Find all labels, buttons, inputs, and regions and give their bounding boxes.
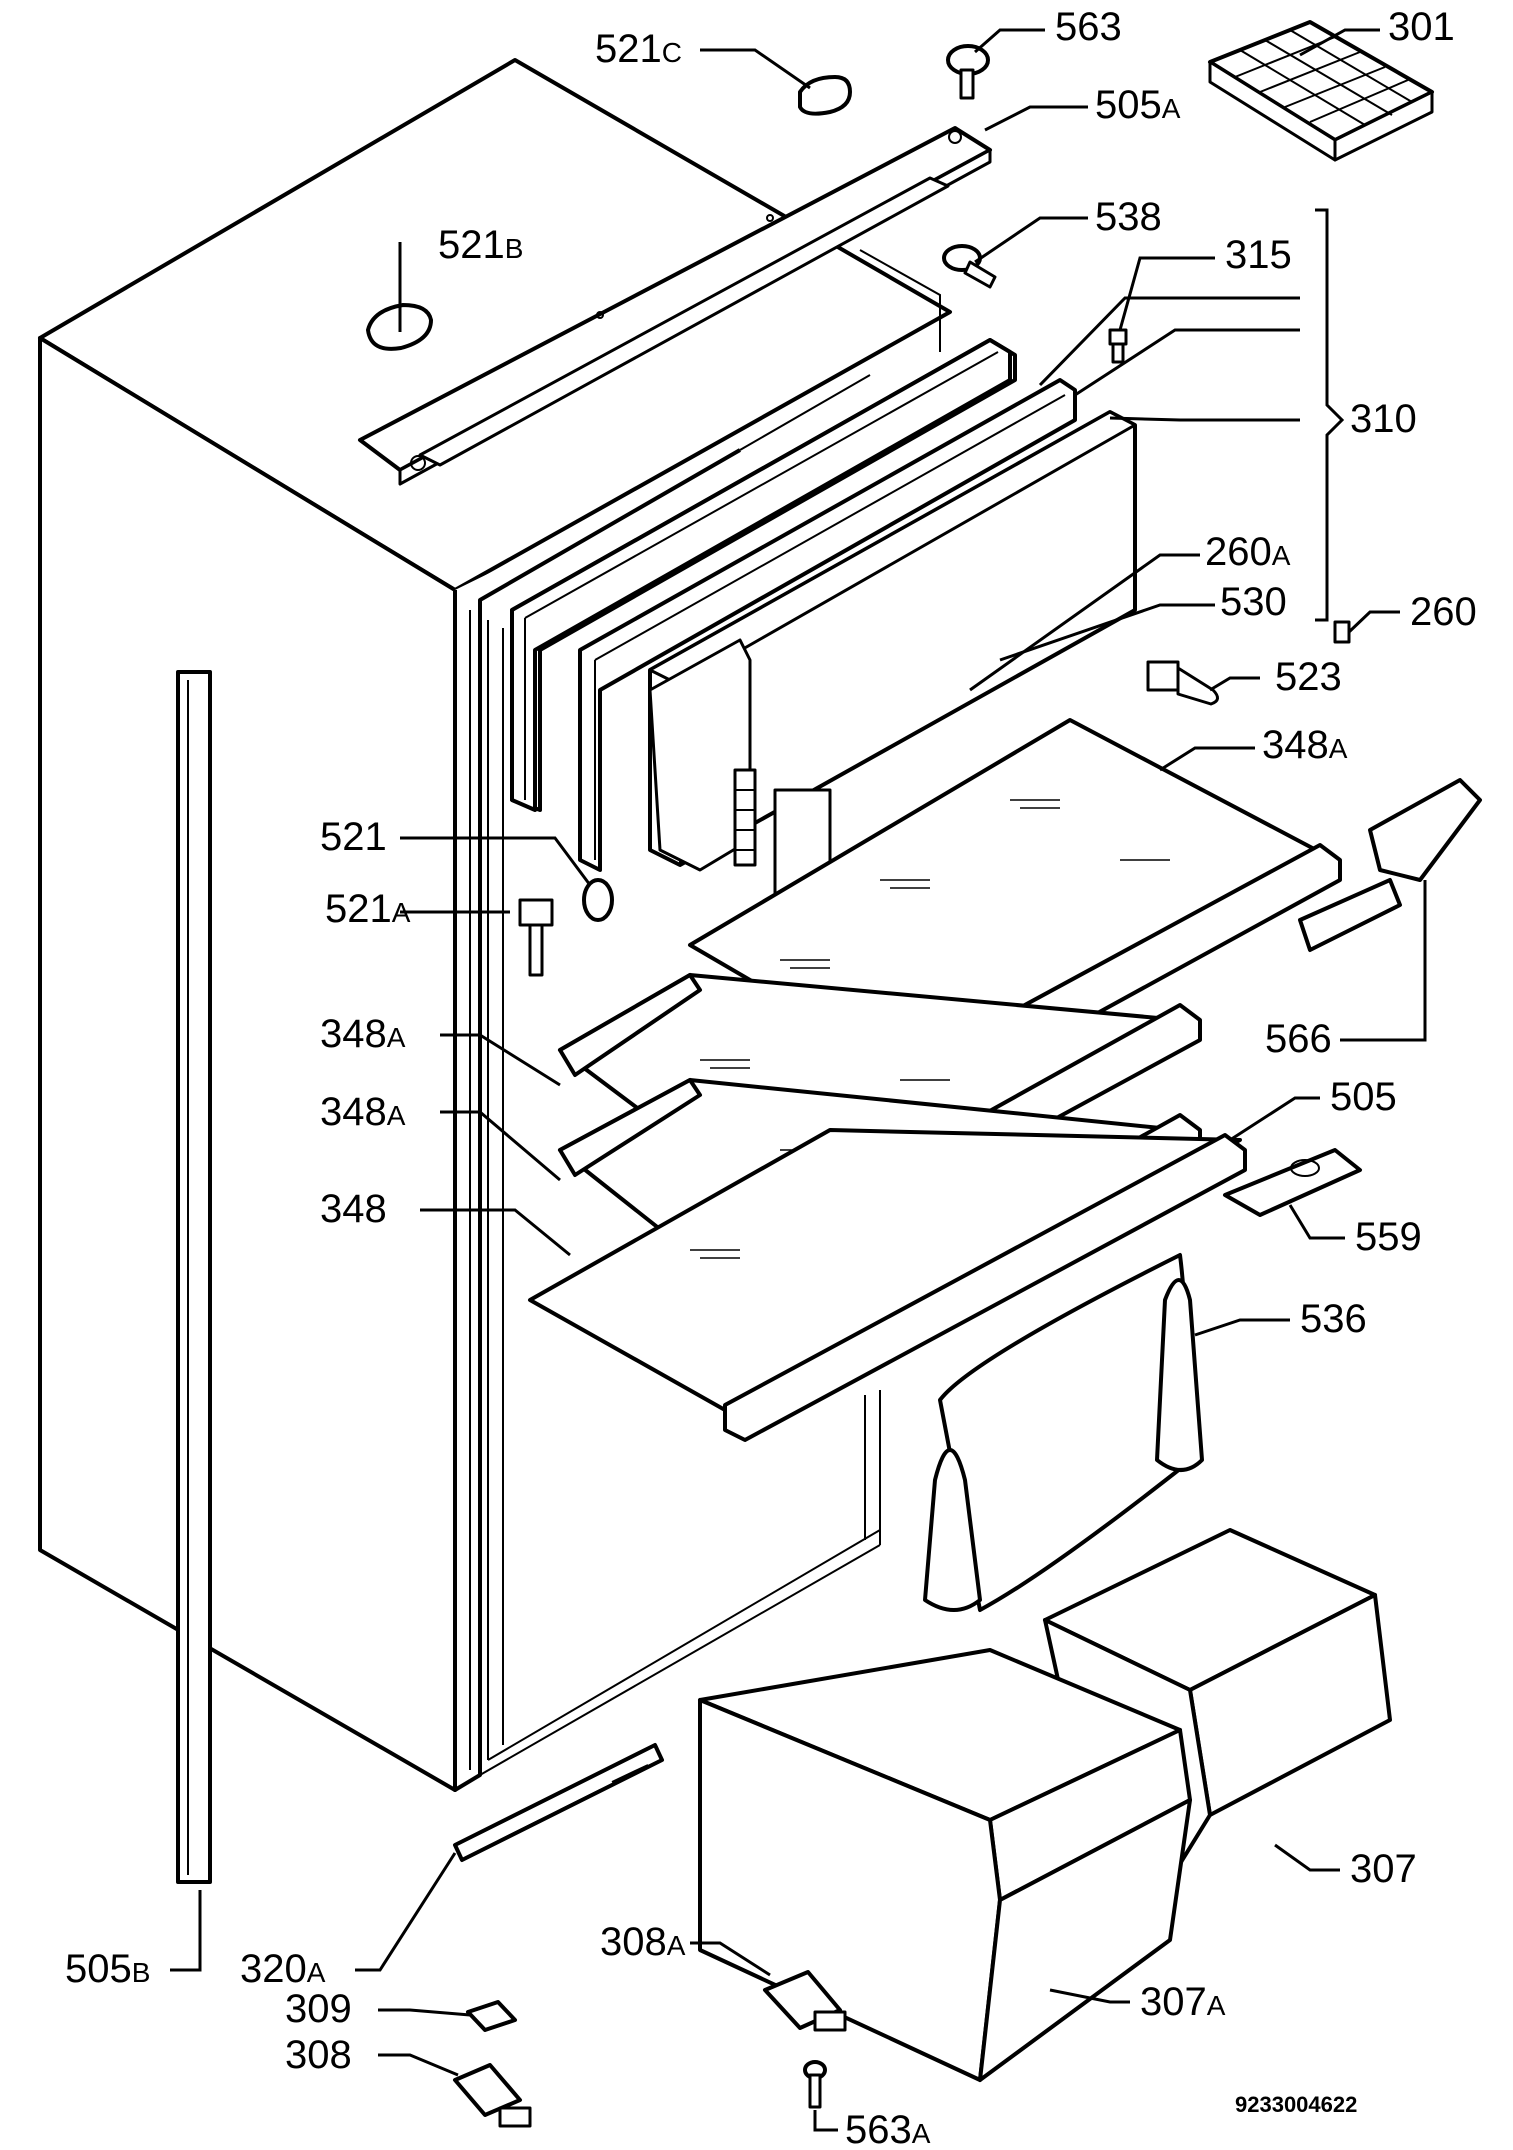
- label-315: 315: [1225, 233, 1292, 277]
- screw-563a: [803, 2060, 827, 2109]
- label-309: 309: [285, 1987, 352, 2031]
- label-521b: 521B: [438, 223, 523, 267]
- scraper-566: [1298, 778, 1482, 952]
- label-563a: 563A: [845, 2108, 931, 2150]
- label-523: 523: [1275, 655, 1342, 699]
- cabinet-body: [38, 58, 952, 1792]
- drawing-code: 9233004622: [1235, 2092, 1357, 2117]
- divider-536: [923, 1253, 1204, 1612]
- clip-260: [1333, 620, 1351, 644]
- label-530: 530: [1220, 580, 1287, 624]
- hinge-538: [942, 244, 997, 289]
- leader-lines: [170, 28, 1427, 2132]
- cap-521c: [798, 75, 852, 116]
- rail-320a: [453, 1743, 664, 1862]
- label-348a-1: 348A: [320, 1012, 406, 1056]
- label-566: 566: [1265, 1017, 1332, 1061]
- label-521a: 521A: [325, 887, 411, 931]
- label-505b: 505B: [65, 1947, 150, 1991]
- label-538: 538: [1095, 195, 1162, 239]
- label-260: 260: [1410, 590, 1477, 634]
- knob-521: [582, 878, 614, 922]
- label-521: 521: [320, 815, 387, 859]
- bracket-308a: [763, 1970, 847, 2032]
- ice-tray-301: [1208, 20, 1434, 162]
- part-559: [1223, 1148, 1362, 1217]
- label-310: 310: [1350, 397, 1417, 441]
- label-563: 563: [1055, 5, 1122, 49]
- label-348a-2: 348A: [320, 1090, 406, 1134]
- label-521c: 521C: [595, 27, 682, 71]
- label-348: 348: [320, 1187, 387, 1231]
- pin-315: [1108, 328, 1128, 364]
- label-536: 536: [1300, 1297, 1367, 1341]
- label-559: 559: [1355, 1215, 1422, 1259]
- label-320a: 320A: [240, 1947, 326, 1991]
- label-260a: 260A: [1205, 530, 1291, 574]
- bracket-310: [1315, 208, 1345, 622]
- label-505: 505: [1330, 1075, 1397, 1119]
- part-523: [1146, 660, 1219, 706]
- shelf-348-bottom: [528, 1128, 1247, 1442]
- freezer-door-assembly-310: [510, 338, 1137, 912]
- label-348a-top: 348A: [1262, 723, 1348, 767]
- label-308a: 308A: [600, 1920, 686, 1964]
- label-307a: 307A: [1140, 1980, 1226, 2024]
- label-308: 308: [285, 2033, 352, 2077]
- screw-563: [946, 44, 990, 100]
- bracket-308: [453, 2063, 532, 2128]
- label-307: 307: [1350, 1847, 1417, 1891]
- label-301: 301: [1388, 5, 1455, 49]
- part-labels: 521C 563 301 505A 521B 538 315 310 260A …: [65, 5, 1477, 2150]
- part-309: [466, 2000, 517, 2032]
- label-505a: 505A: [1095, 83, 1181, 127]
- spring-530: [733, 768, 757, 867]
- crisper-307a: [698, 1648, 1192, 2082]
- top-bracket-505a: [358, 126, 992, 486]
- side-strip-505b: [176, 670, 212, 1884]
- thermostat-521a: [518, 898, 554, 977]
